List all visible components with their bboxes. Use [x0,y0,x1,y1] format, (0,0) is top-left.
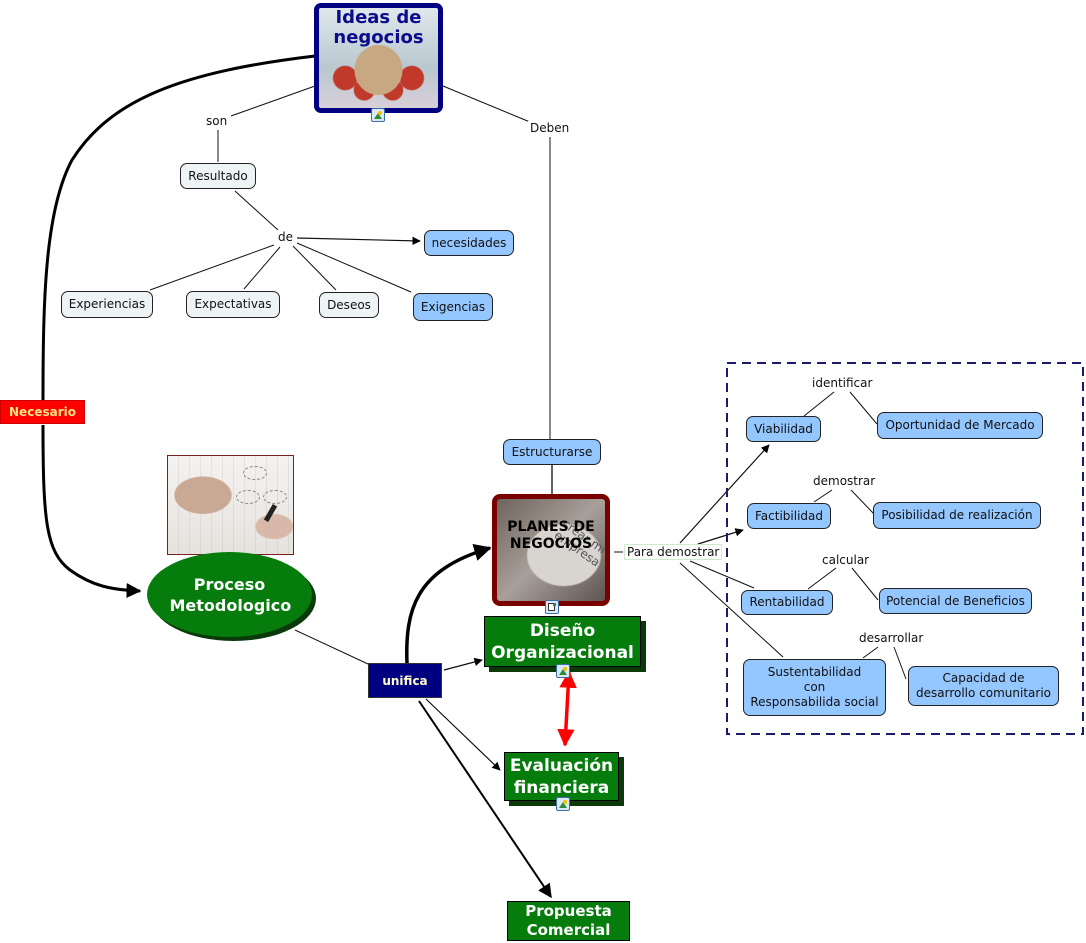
phrase-para-demostrar: Para demostrar [624,544,723,560]
concept-sustentabilidad[interactable]: Sustentabilidad con Responsabilida socia… [743,659,886,716]
concept-proceso-metodologico[interactable]: Proceso Metodologico [147,552,312,637]
link-calcular-potencial [851,567,879,601]
diagram-ellipse [243,466,267,480]
concept-planes-de-negocios[interactable]: crear mi empresa PLANES DE NEGOCIOS [492,494,610,606]
link-unifica-planes [405,544,492,665]
concept-posibilidad-de-realizacion[interactable]: Posibilidad de realización [873,502,1041,529]
concept-capacidad-de-desarrollo[interactable]: Capacidad de desarrollo comunitario [908,666,1059,706]
image-icon[interactable] [371,108,385,122]
image-icon[interactable] [556,664,570,678]
link-sustentabilidad-desarrollar [862,646,879,659]
link-identificar-oportunidad [849,391,878,425]
link-ideas-deben [442,85,531,123]
sustentabilidad-line-2: con [803,680,826,694]
sustentabilidad-line-3: Responsabilida social [750,695,879,709]
concept-estructurarse[interactable]: Estructurarse [503,439,601,465]
marker-pen [263,503,278,523]
phrase-necesario: Necesario [0,400,85,424]
concept-diseno-organizacional[interactable]: Diseño Organizacional [484,616,641,667]
proceso-label: Proceso Metodologico [169,574,292,615]
link-resultado-de [234,190,279,231]
phrase-son: son [204,114,230,128]
link-pd-rentabilidad [689,560,755,589]
link-de-experiencias [149,244,275,291]
concept-factibilidad[interactable]: Factibilidad [747,503,831,529]
concept-rentabilidad[interactable]: Rentabilidad [741,590,833,615]
proceso-image [167,455,294,555]
concept-resultado[interactable]: Resultado [180,163,256,189]
concept-potencial-de-beneficios[interactable]: Potencial de Beneficios [879,588,1032,614]
link-rentabilidad-calcular [807,567,837,590]
concept-exigencias[interactable]: Exigencias [413,293,493,321]
phrase-deben: Deben [528,121,572,135]
phrase-desarrollar: desarrollar [857,631,926,645]
evaluacion-label: Evaluación financiera [509,755,614,798]
concept-evaluacion-financiera[interactable]: Evaluación financiera [504,752,619,801]
link-demostrar-posibilidad [850,489,875,515]
diseno-label: Diseño Organizacional [491,620,634,663]
capacidad-line-1: Capacidad de [942,671,1025,685]
concept-propuesta-comercial[interactable]: Propuesta Comercial [507,901,630,941]
image-icon[interactable] [556,797,570,811]
link-de-necesidades [296,236,421,246]
planes-label: PLANES DE NEGOCIOS [507,519,595,552]
phrase-calcular: calcular [820,553,872,567]
diagram-ellipse [236,490,260,504]
concept-viabilidad[interactable]: Viabilidad [746,416,821,442]
phrase-identificar: identificar [810,376,875,390]
concept-oportunidad-de-mercado[interactable]: Oportunidad de Mercado [877,412,1043,439]
concept-necesidades[interactable]: necesidades [424,230,514,256]
phrase-de: de [276,230,295,244]
link-de-expectativas [243,246,281,290]
concept-ideas-de-negocios[interactable]: Ideas de negocios [314,3,443,113]
ideas-label: Ideas de negocios [333,7,424,48]
link-diseno-evaluacion [557,670,577,747]
link-ideas-necesario [41,54,316,401]
link-proceso-unifica [294,629,369,665]
phrase-demostrar: demostrar [811,474,878,488]
link-unifica-evaluacion [425,698,501,771]
document-icon[interactable] [545,600,559,614]
propuesta-label: Propuesta Comercial [525,902,612,939]
link-de-deseos [292,245,337,291]
sustentabilidad-line-1: Sustentabilidad [767,665,862,679]
link-ideas-son [230,85,316,117]
link-unifica-diseno [443,657,483,671]
concept-deseos[interactable]: Deseos [319,292,379,318]
link-de-exigencias [296,242,412,293]
diagram-ellipse [263,490,287,504]
link-viabilidad-identificar [803,391,835,417]
link-desarrollar-capacidad [893,646,907,680]
link-pd-factibilidad [697,528,744,545]
concept-experiencias[interactable]: Experiencias [61,291,153,318]
link-factibilidad-demostrar [813,489,833,503]
phrase-unifica: unifica [368,663,442,698]
link-necesario-proceso [41,424,142,599]
capacidad-line-2: desarrollo comunitario [915,686,1051,700]
concept-expectativas[interactable]: Expectativas [186,291,280,318]
